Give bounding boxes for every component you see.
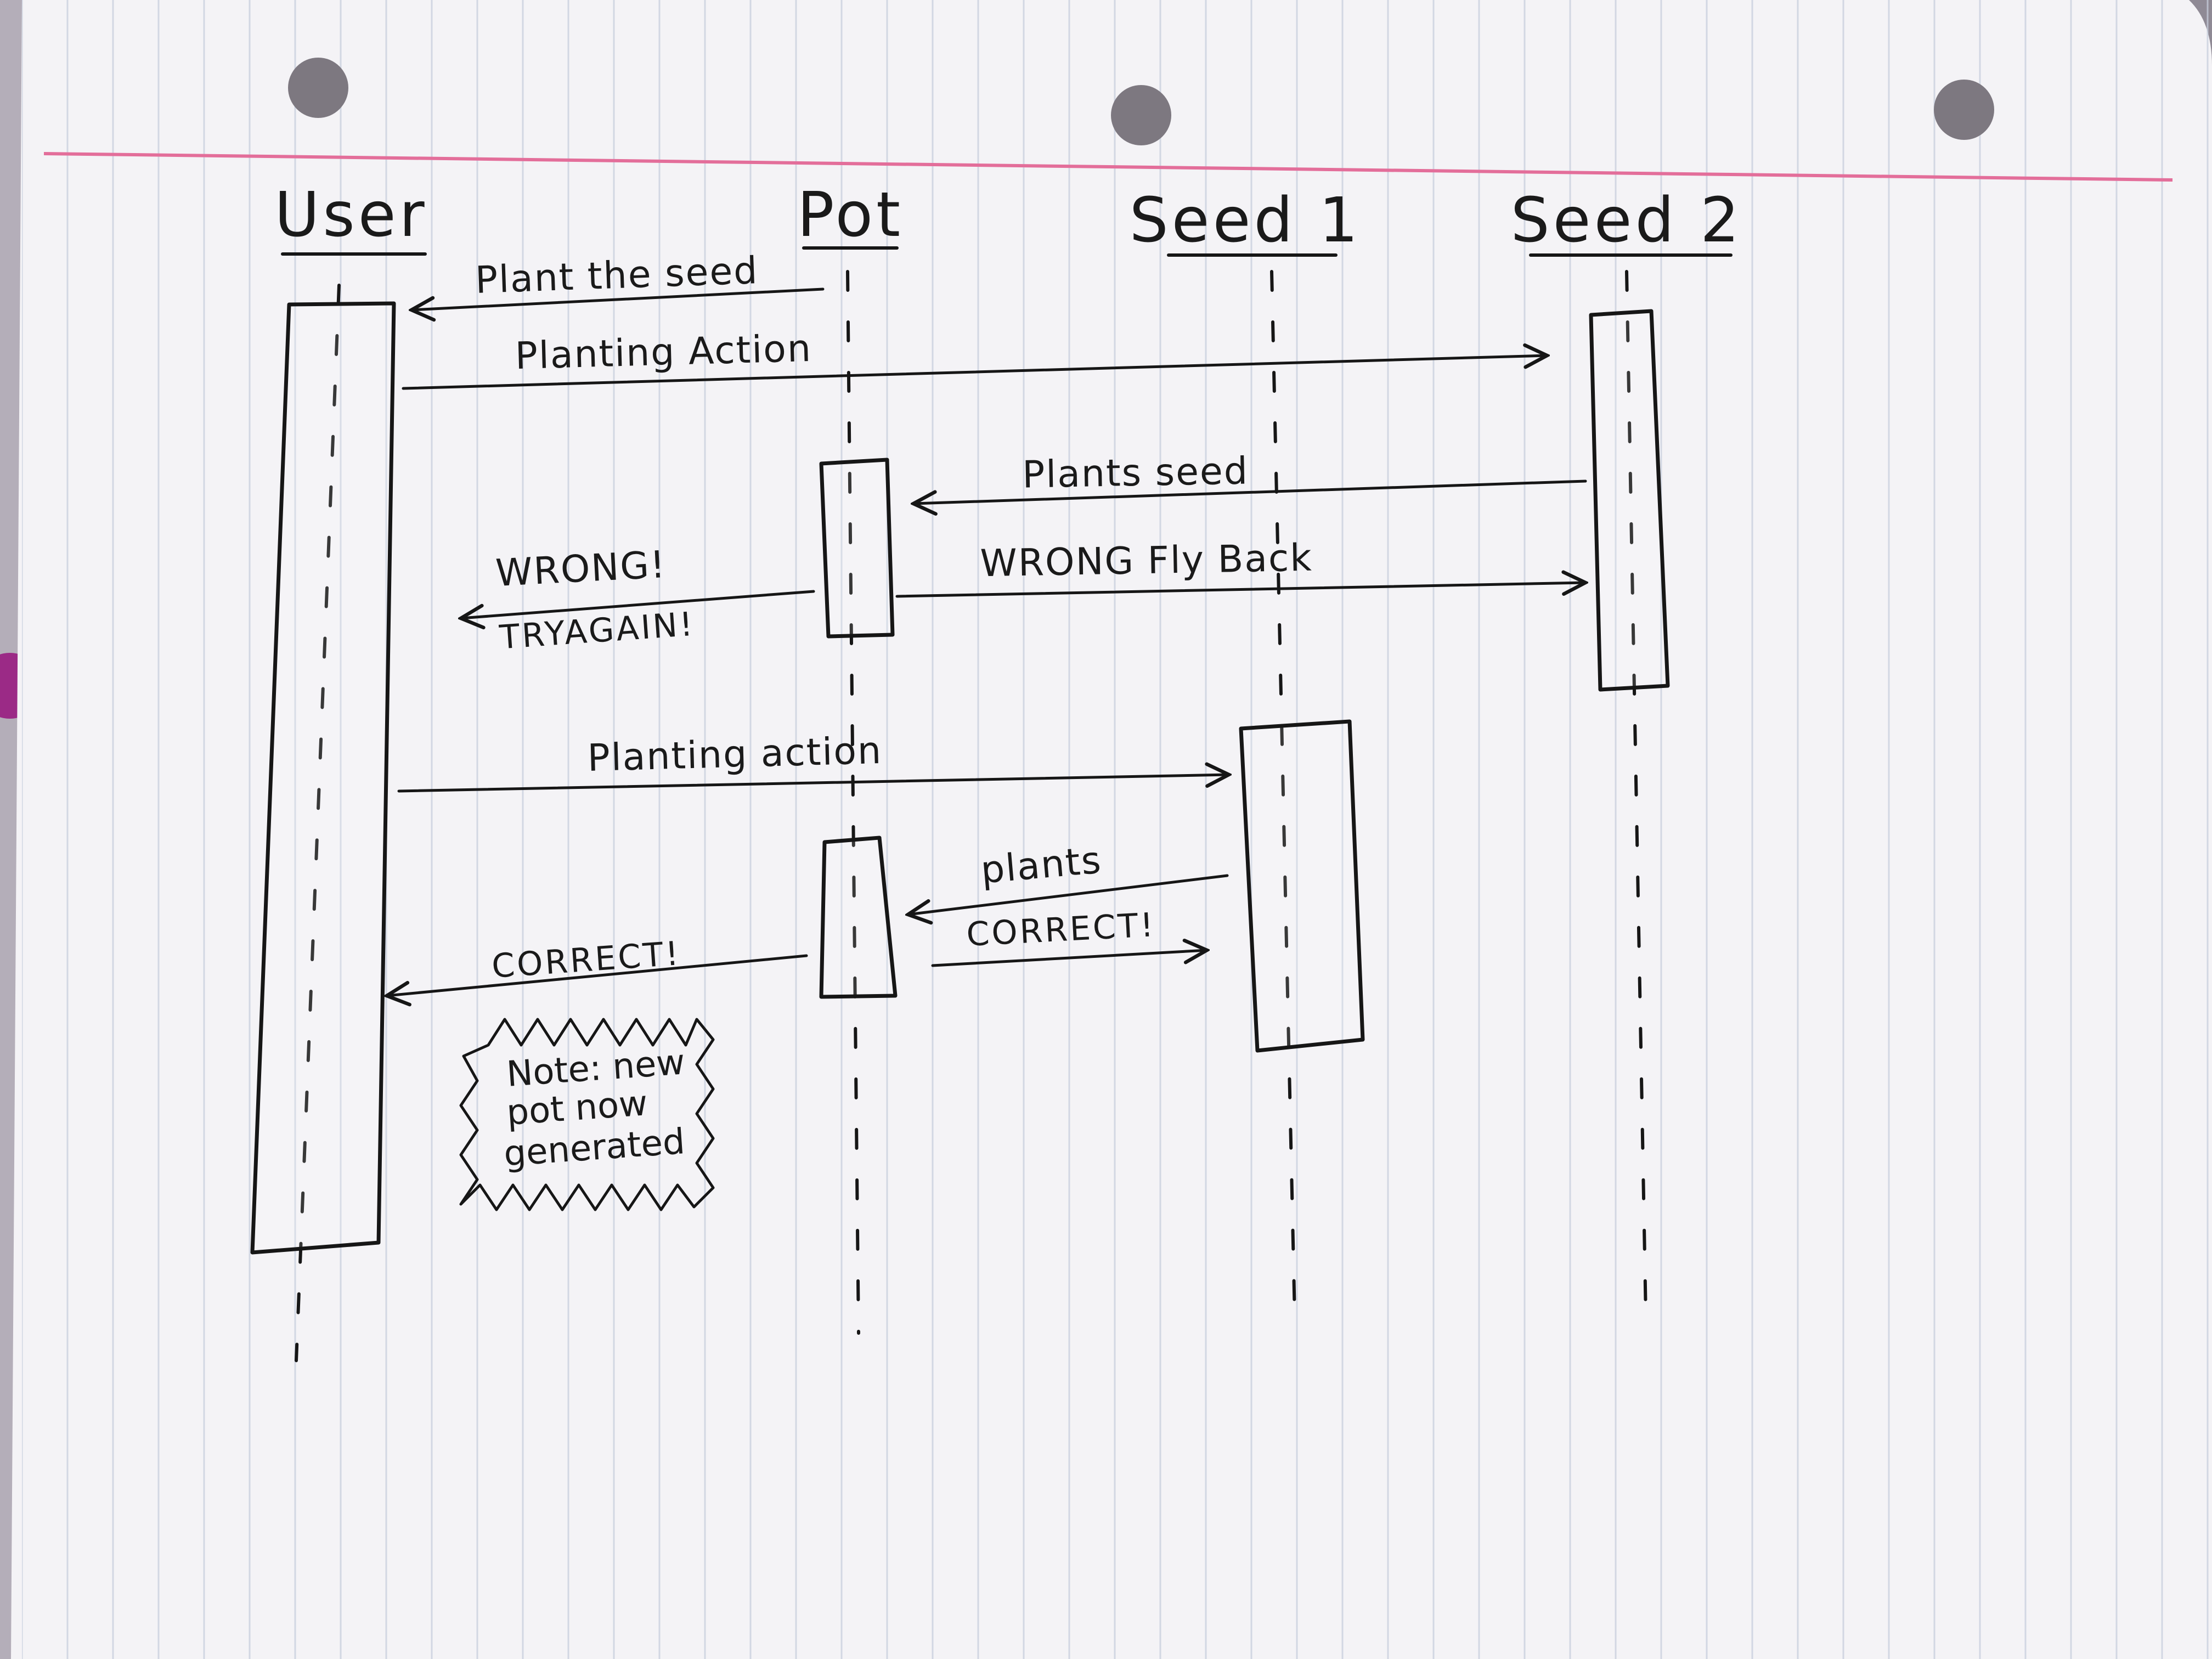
lifeline-seed1 xyxy=(1270,270,1296,1318)
note-line-2: pot now xyxy=(505,1083,649,1133)
activation-user xyxy=(250,301,396,1255)
message-label: WRONG Fly Back xyxy=(980,537,1313,586)
margin-line xyxy=(43,152,2173,182)
message-plant-the-seed: Plant the seed xyxy=(411,249,825,310)
message-label: Plants seed xyxy=(1022,449,1249,496)
participant-user-label: User xyxy=(274,179,427,251)
activation-seed1 xyxy=(1239,719,1365,1053)
message-label: Planting Action xyxy=(515,327,812,378)
message-planting-action-seed2: Planting Action xyxy=(402,327,1547,390)
participant-seed2-label: Seed 2 xyxy=(1511,185,1743,256)
participant-seed2: Seed 2 xyxy=(1511,185,1743,257)
lifeline-seed2 xyxy=(1625,270,1647,1318)
message-label: Plant the seed xyxy=(475,249,759,302)
activation-seed2 xyxy=(1589,309,1670,692)
activation-pot-1 xyxy=(819,458,895,639)
participant-user: User xyxy=(274,179,427,256)
participant-seed1: Seed 1 xyxy=(1130,185,1362,257)
activation-pot-2 xyxy=(819,836,898,999)
message-plants: plants xyxy=(908,839,1229,915)
message-wrong-fly-back: WRONG Fly Back xyxy=(895,537,1585,598)
message-planting-action-seed1: Planting action xyxy=(397,729,1229,793)
participant-seed1-label: Seed 1 xyxy=(1130,185,1362,256)
punch-holes xyxy=(288,58,1994,145)
message-label: Planting action xyxy=(587,729,883,780)
participant-pot: Pot xyxy=(797,179,904,251)
message-label: plants xyxy=(979,839,1104,893)
participant-pot-label: Pot xyxy=(797,179,904,251)
message-label: WRONG! xyxy=(495,543,668,595)
message-plants-seed: Plants seed xyxy=(913,449,1587,504)
